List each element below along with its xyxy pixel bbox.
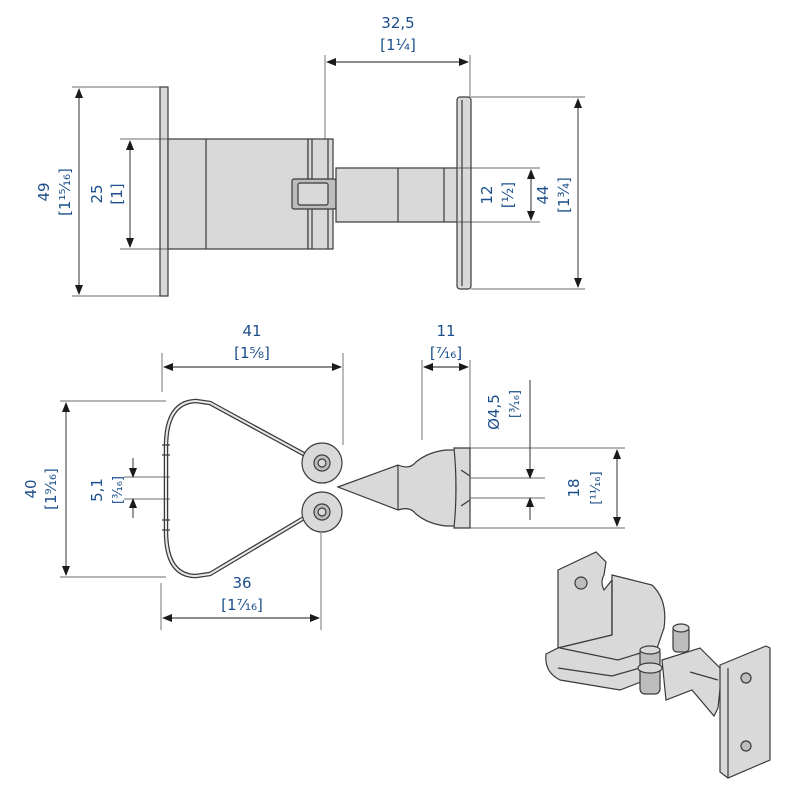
dim-top-arm-imperial: [½] [499, 182, 517, 208]
top-view-arm [335, 167, 459, 223]
dim-top-inner-metric: 25 [88, 184, 106, 203]
dim-front-height-imperial: [1⁹⁄₁₆] [42, 468, 60, 510]
dim-front-width-metric: 41 [242, 322, 261, 340]
iso-bracket-tab [557, 551, 613, 649]
dim-front-gap-metric: 5,1 [88, 478, 106, 502]
iso-spring-body [545, 574, 666, 691]
dim-top-inner-imperial: [1] [108, 183, 126, 204]
dim-top-plate-imperial: [1¾] [555, 177, 573, 213]
dim-top-outer-metric: 49 [35, 182, 53, 201]
dim-front-width-imperial: [1⅝] [234, 344, 270, 362]
dim-top-width-imperial: [1¼] [380, 36, 416, 54]
front-view: 41 [1⅝] 11 [⁷⁄₁₆] 36 [1⁷⁄₁₆] 40 [1⁹⁄₁₆] … [22, 322, 625, 630]
top-view-right-plate [456, 96, 472, 290]
top-view-left-plate [159, 86, 169, 297]
dim-front-height-metric: 40 [22, 479, 40, 498]
front-view-spring-upper [163, 398, 313, 488]
dim-top-width-metric: 32,5 [381, 14, 414, 32]
dim-front-depth-metric: 11 [436, 322, 455, 340]
iso-bracket-hole [574, 576, 588, 590]
dim-front-hole-imperial: [³⁄₁₆] [508, 390, 523, 418]
iso-plate-hole-upper [740, 672, 752, 684]
iso-arm [661, 647, 723, 718]
top-view-body [167, 138, 309, 250]
isometric-view [545, 551, 771, 779]
dim-top-plate-metric: 44 [534, 185, 552, 204]
dim-front-plate-imperial: [¹¹⁄₁₆] [589, 471, 604, 504]
dim-front-base-imperial: [1⁷⁄₁₆] [221, 596, 263, 614]
dim-front-base-metric: 36 [232, 574, 251, 592]
dim-front-gap-imperial: [³⁄₁₆] [111, 476, 126, 504]
dim-front-depth-imperial: [⁷⁄₁₆] [430, 344, 462, 362]
front-view-strike [336, 449, 457, 527]
iso-strike-plate [719, 645, 771, 779]
dim-top-outer-imperial: [1¹⁵⁄₁₆] [56, 168, 74, 216]
front-view-strike-plate [453, 447, 471, 529]
front-view-spring-lower [163, 488, 316, 579]
dim-front-hole-metric: Ø4,5 [485, 394, 503, 430]
iso-plate-hole-lower [740, 740, 752, 752]
dim-front-plate-metric: 18 [565, 478, 583, 497]
dim-top-arm-metric: 12 [478, 185, 496, 204]
top-view: 32,5 [1¼] 49 [1¹⁵⁄₁₆] 25 [1] 12 [½] 44 [… [35, 14, 585, 297]
